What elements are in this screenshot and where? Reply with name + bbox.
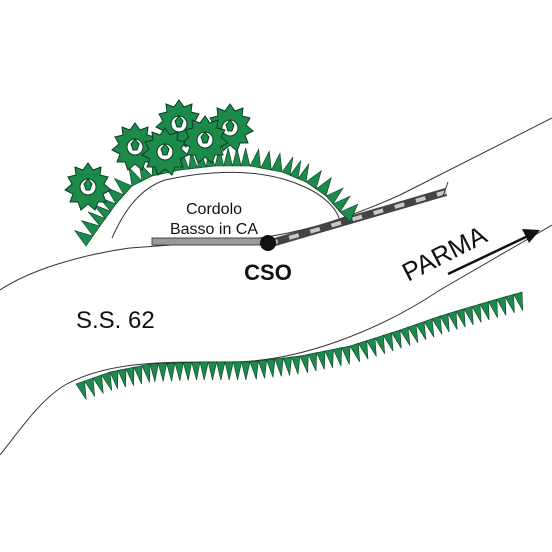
vegetation-spike [382,332,394,352]
curb-label-line1: Cordolo [186,201,242,218]
vegetation-spike [407,323,419,343]
curb-label-line2: Basso in CA [170,221,258,238]
vegetation-spike [341,345,351,365]
vegetation-spike [431,315,443,335]
vegetation-spike [316,350,326,370]
vegetation-spike [128,166,143,187]
vegetation-spike [93,204,112,220]
vegetation-spike [109,370,119,389]
vegetation-spike [374,334,385,354]
vegetation-spike [339,203,359,223]
vegetation-spike [249,148,262,169]
barrier-end-tick [442,181,449,197]
vegetation-spike [240,147,251,167]
vegetation-spike [241,361,251,381]
vegetation-spike [399,326,411,346]
vegetation-spike [366,337,377,357]
vegetation-spike [357,340,369,360]
curb-bar [151,237,269,246]
vegetation-spike [182,362,193,381]
vegetation-spike [113,177,133,196]
vegetation-spike [289,160,302,180]
vegetation-spike [73,230,94,247]
vegetation-spike [297,163,310,183]
road-label: S.S. 62 [76,307,155,334]
vegetation-spike [274,357,284,377]
vegetation-spike [447,310,458,330]
vegetation-spike [496,296,507,316]
vegetation-spike [463,306,474,325]
vegetation-spike [223,147,233,167]
vegetation-spike [214,147,225,167]
cso-label: CSO [244,260,292,285]
vegetation-spike [504,294,515,314]
vegetation-spike [174,362,184,381]
vegetation-spike [232,147,242,167]
vegetation-spikes-lower [75,291,524,400]
vegetation-spike [133,365,143,385]
vegetation-spike [325,187,344,205]
road-edge-lower [0,224,552,456]
vegetation-spike [332,195,351,213]
vegetation-spike [80,220,101,237]
vegetation-spike [149,363,159,382]
vegetation-spike [117,368,127,388]
guardrail-barrier [266,188,448,248]
vegetation-spike [84,377,96,397]
vegetation-spike [281,156,294,176]
direction-label: PARMA [397,219,492,287]
vegetation-spike [415,321,427,341]
vegetation-spike [232,361,243,381]
vegetation-spike [487,298,498,318]
vegetation-spike [307,352,317,372]
vegetation-spike [157,363,168,382]
vegetation-spike [349,342,360,362]
vegetation-spike [391,329,402,349]
vegetation-spike [101,371,113,391]
vegetation-spike [92,374,104,394]
vegetation-spike [270,152,283,173]
vegetation-spike [141,363,151,383]
vegetation-spike [455,308,466,328]
vegetation-spike [105,186,125,205]
vegetation-spike [224,361,234,381]
vegetation-spike [216,361,226,381]
vegetation-spike [75,380,87,400]
vegetation-spike [249,360,259,380]
vegetation-spike [439,313,450,333]
barrier-dashes [267,190,447,246]
vegetation-spike [207,361,218,381]
vegetation-spike [513,291,524,311]
vegetation-spike [299,353,309,373]
vegetation-spike [260,150,272,171]
vegetation-spike [305,169,322,190]
vegetation-spike [125,366,135,386]
vegetation-spike [291,355,301,375]
vegetation-spike [471,303,482,323]
vegetation-spike [423,318,435,338]
vegetation-spike [166,362,176,382]
vegetation-spike [324,348,334,368]
marker-dot-icon [260,235,276,251]
vegetation-spike [315,176,332,197]
vegetation-spike [479,301,490,321]
vegetation-spike [199,361,209,381]
vegetation-spike [191,361,201,381]
vegetation-mound-outline [111,171,341,239]
vegetation-spike [332,347,342,367]
vegetation-spike [87,211,106,227]
vegetation-spike [257,359,268,379]
vegetation-spike [266,358,276,378]
direction-arrow-icon [447,229,540,276]
tree-group [64,99,254,211]
vegetation-spike [282,356,293,376]
